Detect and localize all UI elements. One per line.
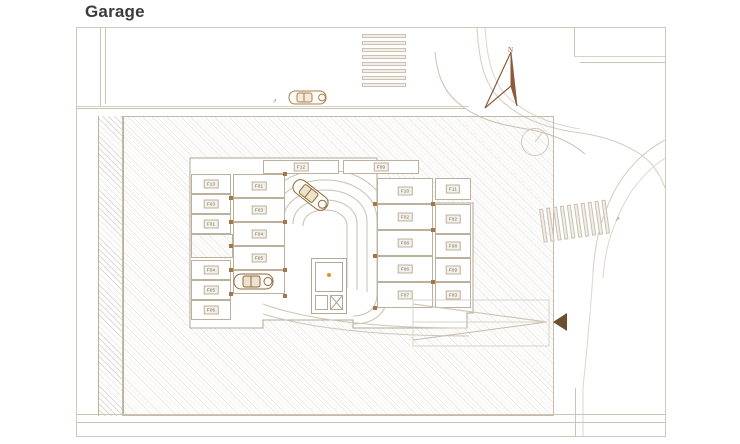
stall-left-outer-1[interactable]: F13 <box>191 174 231 194</box>
road-curve-right-outer <box>574 28 575 56</box>
stall-right-outer-5[interactable]: F03 <box>435 282 471 308</box>
stall-label: F03 <box>251 205 267 215</box>
site-line-vertical-bottom <box>575 388 576 436</box>
road-edge-top-inner <box>77 108 465 109</box>
crosswalk-stripe <box>362 34 406 38</box>
site-boundary-curves <box>434 28 665 436</box>
crosswalk-stripe <box>362 48 406 52</box>
stall-left-inner-3[interactable]: F04 <box>233 222 285 246</box>
column-post <box>283 220 287 224</box>
column-post <box>373 254 377 258</box>
column-post <box>431 202 435 206</box>
column-post <box>229 244 233 248</box>
crosswalk-stripe <box>362 62 406 66</box>
column-post <box>431 280 435 284</box>
tree-icon-stem <box>534 132 543 143</box>
crosswalk-stripe <box>362 55 406 59</box>
stall-left-inner-4[interactable]: F05 <box>233 246 285 270</box>
stall-label: F06 <box>203 305 219 315</box>
street-line-left-2 <box>105 28 106 104</box>
stall-right-outer-4[interactable]: F09 <box>435 258 471 282</box>
north-label: N <box>508 46 514 54</box>
stall-label: F02 <box>397 212 413 222</box>
stall-right-outer-2[interactable]: F02 <box>435 204 471 234</box>
crosswalk-stripe <box>362 76 406 80</box>
stall-label: F09 <box>445 265 461 275</box>
stall-label: F07 <box>397 290 413 300</box>
car-on-street-icon <box>288 90 327 105</box>
plan-frame: F12 F09 F13 F03 F01 F04 F05 <box>76 27 666 437</box>
site-plan-canvas: F12 F09 F13 F03 F01 F04 F05 <box>77 28 665 436</box>
stall-label: F08 <box>397 238 413 248</box>
road-direction-arrow-right: ↗ <box>615 217 621 223</box>
core-center-marker <box>327 273 331 277</box>
stall-label: F05 <box>203 285 219 295</box>
column-post <box>229 268 233 272</box>
stall-label: F11 <box>445 184 461 194</box>
core-upper-room <box>315 262 343 292</box>
crosswalk-stripe <box>362 41 406 45</box>
crosswalk-stripe <box>362 69 406 73</box>
column-post <box>373 306 377 310</box>
tree-icon <box>521 128 549 156</box>
stall-left-inner-2[interactable]: F03 <box>233 198 285 222</box>
crosswalk-top <box>362 34 406 90</box>
stall-label: F04 <box>203 265 219 275</box>
column-post <box>431 228 435 232</box>
stall-right-outer-3[interactable]: F08 <box>435 234 471 258</box>
stall-left-inner-1[interactable]: F01 <box>233 174 285 198</box>
column-post <box>283 294 287 298</box>
column-post <box>229 196 233 200</box>
entry-arrow-icon <box>553 313 567 331</box>
stall-label: F03 <box>203 199 219 209</box>
stall-right-inner-2[interactable]: F02 <box>377 204 433 230</box>
street-line-left <box>100 28 101 106</box>
stall-label: F12 <box>293 162 309 172</box>
stall-right-inner-3[interactable]: F08 <box>377 230 433 256</box>
site-boundary-hatch <box>98 116 124 416</box>
core-elevator-cross <box>330 295 343 310</box>
stall-label: F04 <box>251 229 267 239</box>
stall-label: F01 <box>203 219 219 229</box>
north-arrow-icon <box>484 51 518 109</box>
stall-right-inner-4[interactable]: F06 <box>377 256 433 282</box>
stall-label: F08 <box>445 241 461 251</box>
site-line-bottom-1 <box>77 414 665 415</box>
stall-left-outer-4[interactable]: F04 <box>191 260 231 280</box>
road-edge-top <box>77 106 469 107</box>
column-post <box>373 202 377 206</box>
stall-label: F05 <box>251 253 267 263</box>
stall-label: F13 <box>203 179 219 189</box>
stall-F12[interactable]: F12 <box>263 160 339 174</box>
road-band-right-top-2 <box>580 62 665 63</box>
stall-F09[interactable]: F09 <box>343 160 419 174</box>
stall-label: F01 <box>251 181 267 191</box>
exit-drive-funnel <box>412 299 550 347</box>
road-direction-arrow-top: ↗ <box>272 99 278 105</box>
stall-right-inner-5[interactable]: F07 <box>377 282 433 308</box>
car-in-stall-icon <box>233 273 274 290</box>
road-band-right-top <box>574 56 665 57</box>
car-on-ramp-icon <box>292 179 329 211</box>
column-post <box>229 220 233 224</box>
stall-left-outer-6[interactable]: F06 <box>191 300 231 320</box>
stall-left-outer-3[interactable]: F01 <box>191 214 231 234</box>
column-post <box>229 292 233 296</box>
crosswalk-stripe <box>362 83 406 87</box>
stall-label: F10 <box>397 186 413 196</box>
site-line-bottom-2 <box>77 422 665 423</box>
stall-left-outer-2[interactable]: F03 <box>191 194 231 214</box>
left-column-void <box>191 234 233 258</box>
stall-left-outer-5[interactable]: F05 <box>191 280 231 300</box>
stall-label: F03 <box>445 290 461 300</box>
column-post <box>283 268 287 272</box>
core-stair <box>315 295 328 310</box>
page-title: Garage <box>85 2 145 21</box>
column-post <box>283 172 287 176</box>
stall-right-inner-1[interactable]: F10 <box>377 178 433 204</box>
stall-label: F06 <box>397 264 413 274</box>
stall-label: F02 <box>445 214 461 224</box>
stall-label: F09 <box>373 162 389 172</box>
stall-right-outer-1[interactable]: F11 <box>435 178 471 200</box>
